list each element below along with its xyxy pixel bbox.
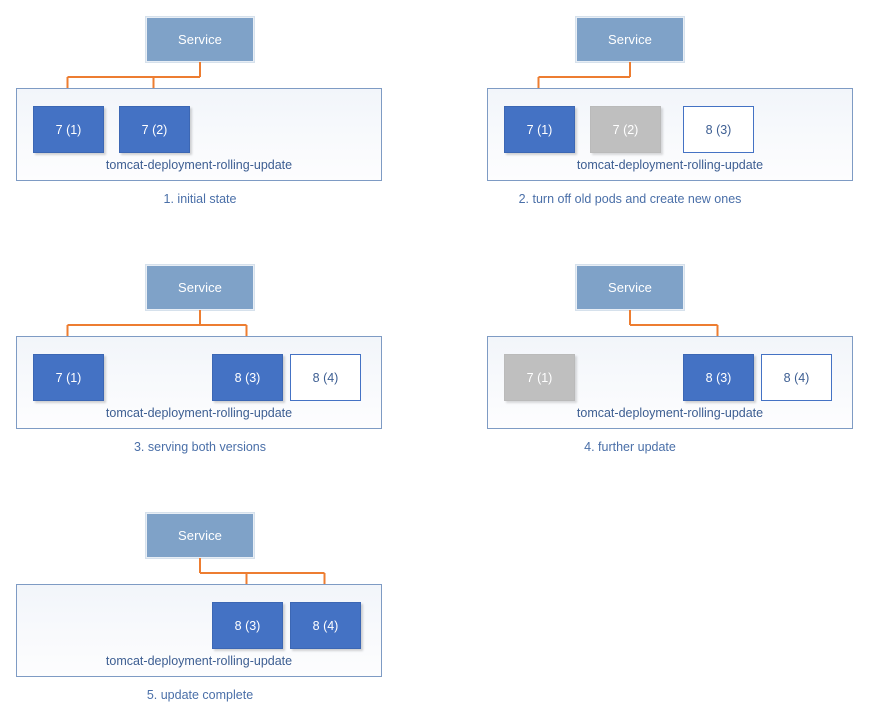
panel-4: Service 7 (1) 8 (3) 8 (4) tomcat-deploym…	[430, 248, 853, 473]
deployment-container[interactable]: 7 (1) 8 (3) 8 (4) tomcat-deployment-roll…	[487, 336, 853, 429]
pod-box[interactable]: 8 (4)	[290, 354, 361, 401]
pod-box[interactable]: 7 (2)	[590, 106, 661, 153]
service-node[interactable]: Service	[576, 265, 684, 310]
deployment-label: tomcat-deployment-rolling-update	[576, 158, 764, 172]
deployment-container[interactable]: 7 (1) 7 (2) tomcat-deployment-rolling-up…	[16, 88, 382, 181]
deployment-container[interactable]: 7 (1) 7 (2) 8 (3) tomcat-deployment-roll…	[487, 88, 853, 181]
pod-box[interactable]: 8 (3)	[683, 354, 754, 401]
service-node[interactable]: Service	[146, 17, 254, 62]
pod-box[interactable]: 7 (2)	[119, 106, 190, 153]
pod-box[interactable]: 7 (1)	[33, 106, 104, 153]
panel-caption: 2. turn off old pods and create new ones	[518, 192, 742, 206]
pod-box[interactable]: 7 (1)	[504, 354, 575, 401]
pod-box[interactable]: 8 (4)	[761, 354, 832, 401]
pod-box[interactable]: 7 (1)	[504, 106, 575, 153]
pod-box[interactable]: 8 (4)	[290, 602, 361, 649]
service-node[interactable]: Service	[576, 17, 684, 62]
deployment-container[interactable]: 8 (3) 8 (4) tomcat-deployment-rolling-up…	[16, 584, 382, 677]
panel-2: Service 7 (1) 7 (2) 8 (3) tomcat-deploym…	[430, 0, 853, 225]
pod-box[interactable]: 7 (1)	[33, 354, 104, 401]
panel-1: Service 7 (1) 7 (2) tomcat-deployment-ro…	[0, 0, 400, 225]
pod-box[interactable]: 8 (3)	[683, 106, 754, 153]
deployment-label: tomcat-deployment-rolling-update	[105, 158, 293, 172]
pod-box[interactable]: 8 (3)	[212, 354, 283, 401]
panel-5: Service 8 (3) 8 (4) tomcat-deployment-ro…	[0, 496, 400, 721]
service-node[interactable]: Service	[146, 265, 254, 310]
service-node[interactable]: Service	[146, 513, 254, 558]
panel-caption: 5. update complete	[146, 688, 254, 702]
panel-caption: 3. serving both versions	[133, 440, 266, 454]
deployment-label: tomcat-deployment-rolling-update	[105, 654, 293, 668]
deployment-label: tomcat-deployment-rolling-update	[576, 406, 764, 420]
panel-caption: 1. initial state	[163, 192, 237, 206]
deployment-container[interactable]: 7 (1) 8 (3) 8 (4) tomcat-deployment-roll…	[16, 336, 382, 429]
panel-3: Service 7 (1) 8 (3) 8 (4) tomcat-deploym…	[0, 248, 400, 473]
pod-box[interactable]: 8 (3)	[212, 602, 283, 649]
panel-caption: 4. further update	[584, 440, 676, 454]
deployment-label: tomcat-deployment-rolling-update	[105, 406, 293, 420]
